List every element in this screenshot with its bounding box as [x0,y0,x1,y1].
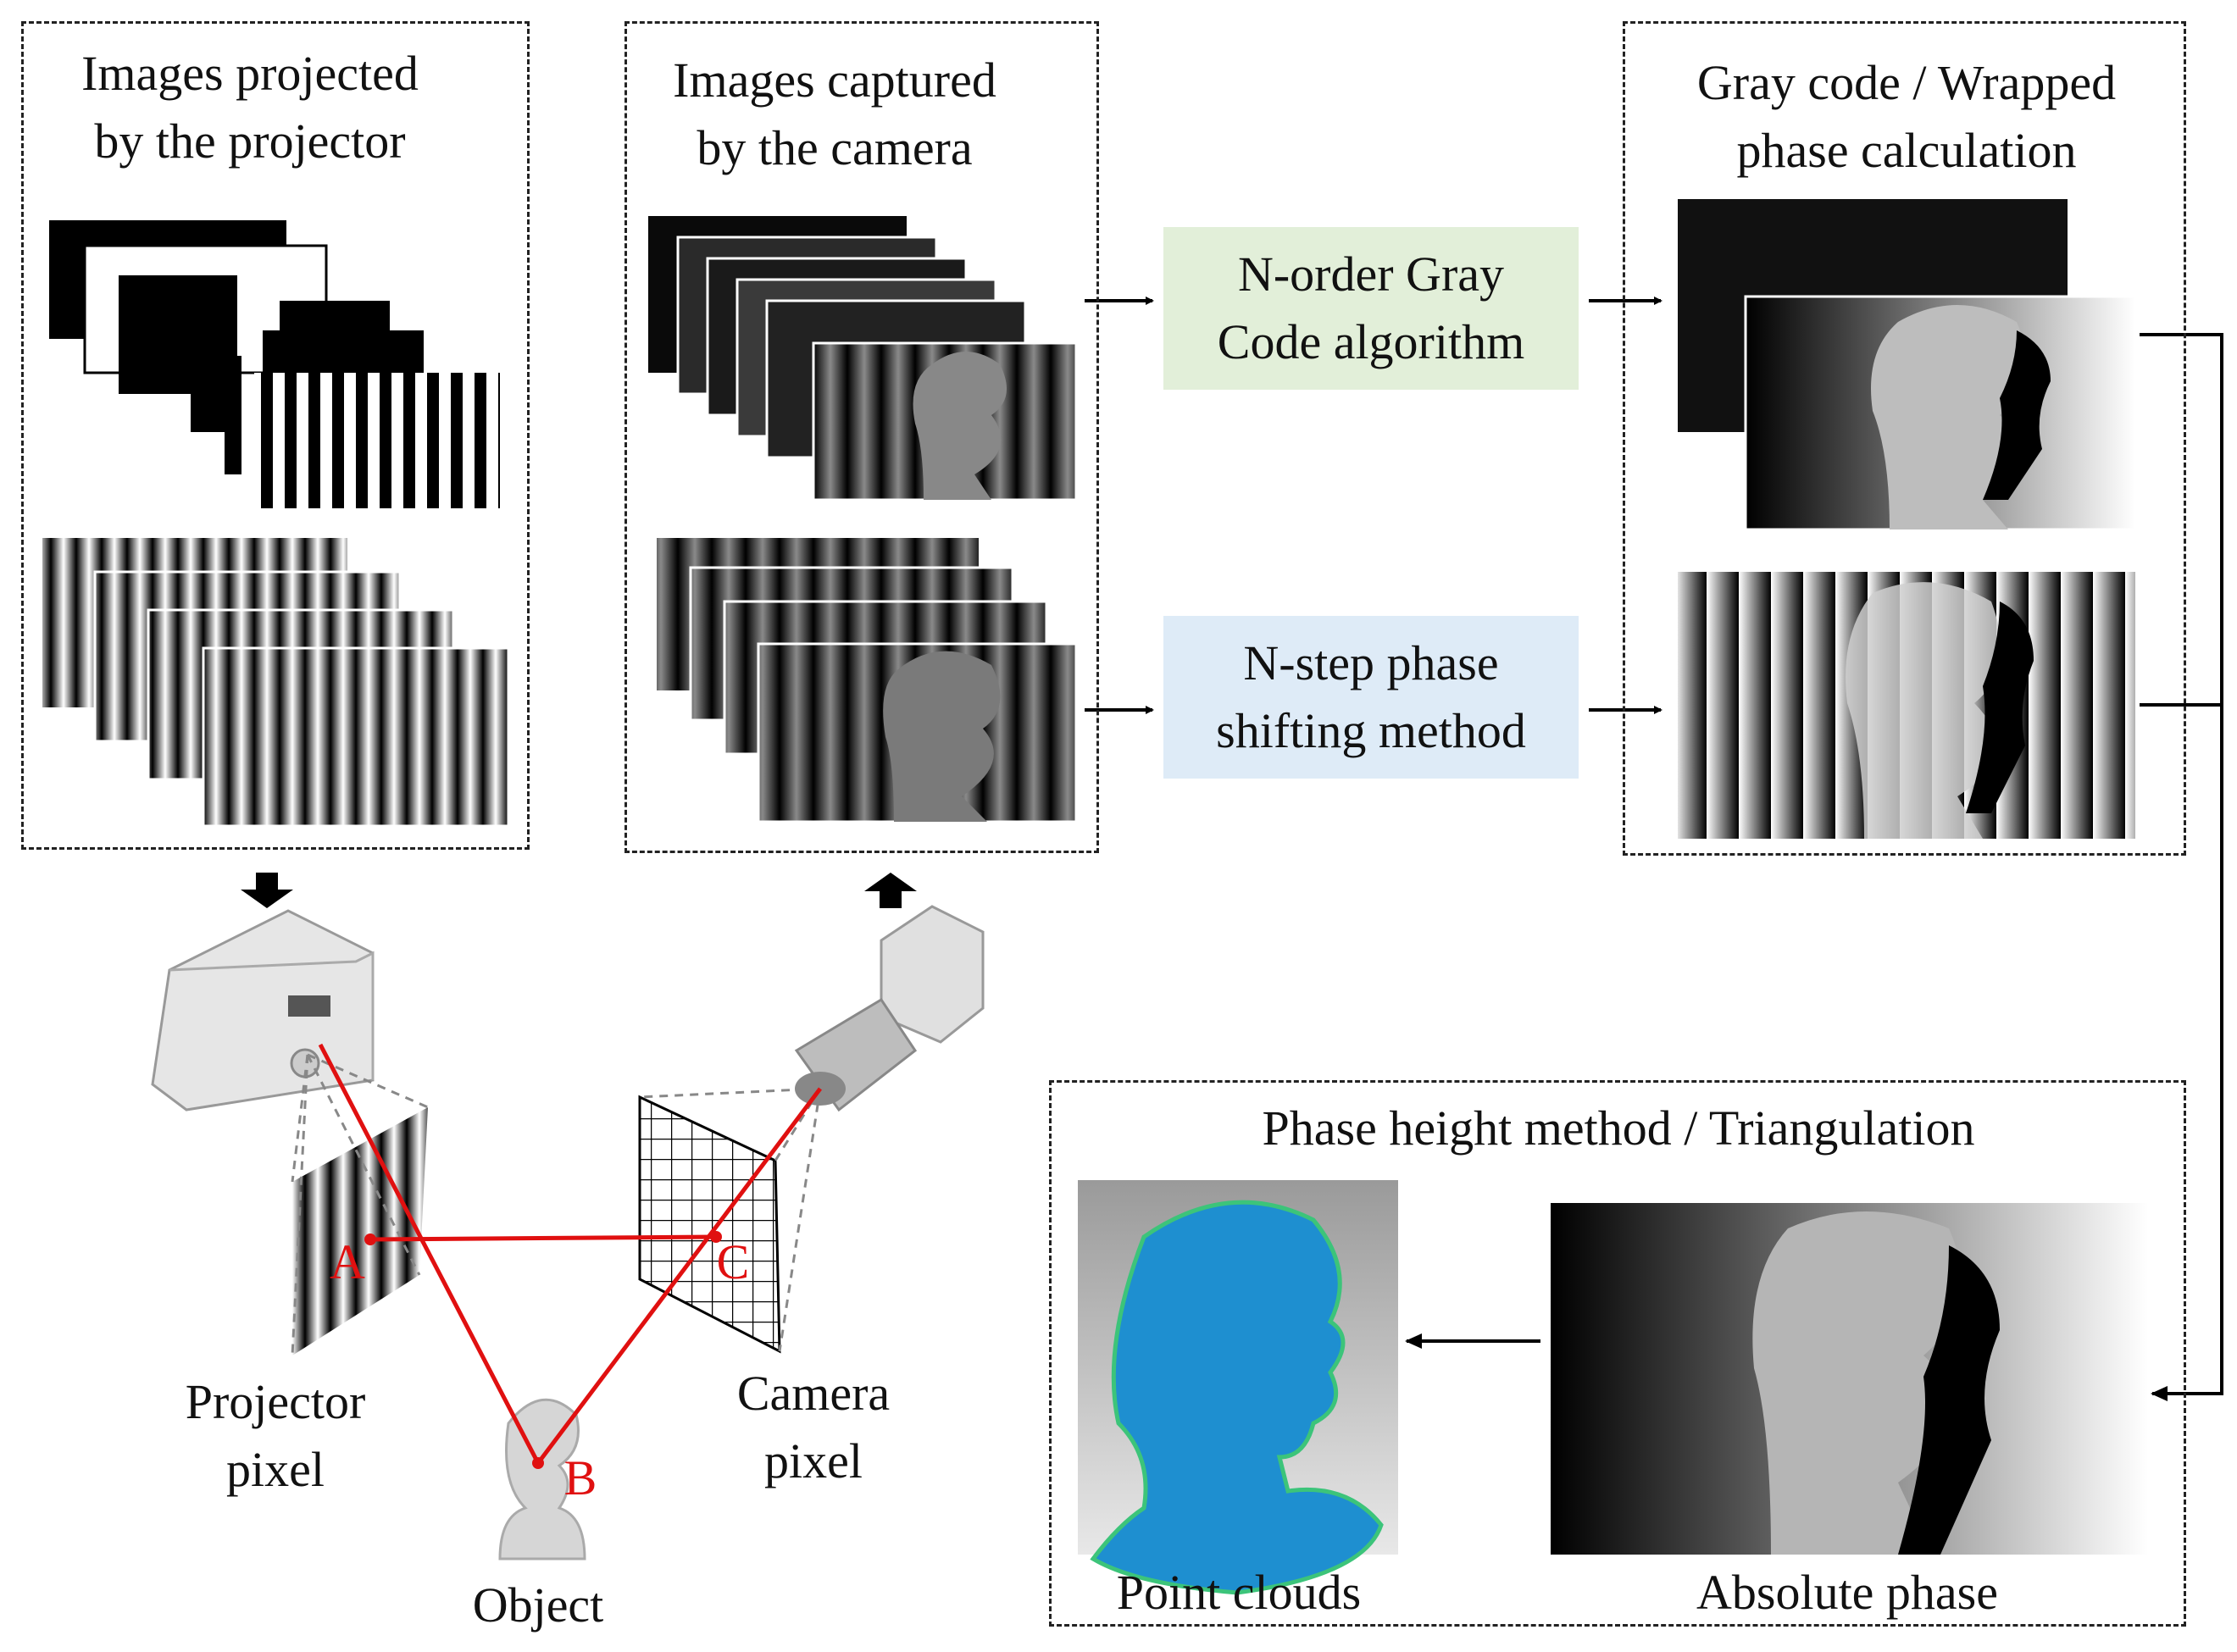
gray-code-patterns [49,220,500,508]
camera-device [794,905,985,1112]
captured-panel [624,21,1099,853]
point-c-label: C [716,1234,750,1289]
point-c-marker [710,1231,722,1243]
projected-panel [21,21,530,850]
triangulation-panel [1049,1080,2186,1627]
phase-shift-method-line1: N-step phase [1243,635,1499,690]
up-arrow-from-camera [864,873,917,908]
gray-code-decoded-maps [1678,199,2137,531]
projected-title-line1: Images projected [81,46,419,101]
phase-calc-title-line2: phase calculation [1736,123,2077,178]
point-b-label: B [563,1450,597,1505]
projector-label-line2: pixel [226,1442,325,1497]
gray-code-method-box: N-order Gray Code algorithm [1163,227,1579,390]
captured-fringe-images [657,538,1078,823]
captured-title-line2: by the camera [697,120,973,175]
camera-label-line2: pixel [764,1433,863,1488]
camera-image-plane [638,1087,822,1354]
down-arrow-to-projector [241,873,293,908]
absolute-phase-label: Absolute phase [1696,1565,1998,1620]
projected-title-line2: by the projector [94,114,406,169]
phase-shift-method-box: N-step phase shifting method [1163,616,1579,779]
triangulation-title: Phase height method / Triangulation [1262,1100,1975,1156]
camera-label-line1: Camera [736,1366,891,1421]
projector-image-plane [291,1053,429,1356]
captured-gray-code-images [648,216,1078,502]
gray-code-method-line2: Code algorithm [1217,314,1525,369]
gray-code-method-line1: N-order Gray [1237,247,1504,302]
captured-title-line1: Images captured [673,53,996,108]
projector-label-line1: Projector [185,1374,366,1429]
phase-shift-method-line2: shifting method [1216,703,1526,758]
point-b-marker [532,1457,544,1469]
point-a-label: A [330,1234,365,1289]
absolute-phase-map [1551,1203,2148,1555]
object-label: Object [472,1577,604,1633]
phase-calc-panel [1623,21,2186,856]
point-clouds-label: Point clouds [1116,1565,1362,1620]
phase-calc-title-line1: Gray code / Wrapped [1696,55,2117,110]
wrapped-phase-map [1678,572,2135,839]
triangulation-rays [318,1043,822,1465]
point-a-marker [364,1233,376,1245]
sinusoidal-fringe-patterns [42,538,510,828]
point-cloud-render [1078,1180,1398,1595]
